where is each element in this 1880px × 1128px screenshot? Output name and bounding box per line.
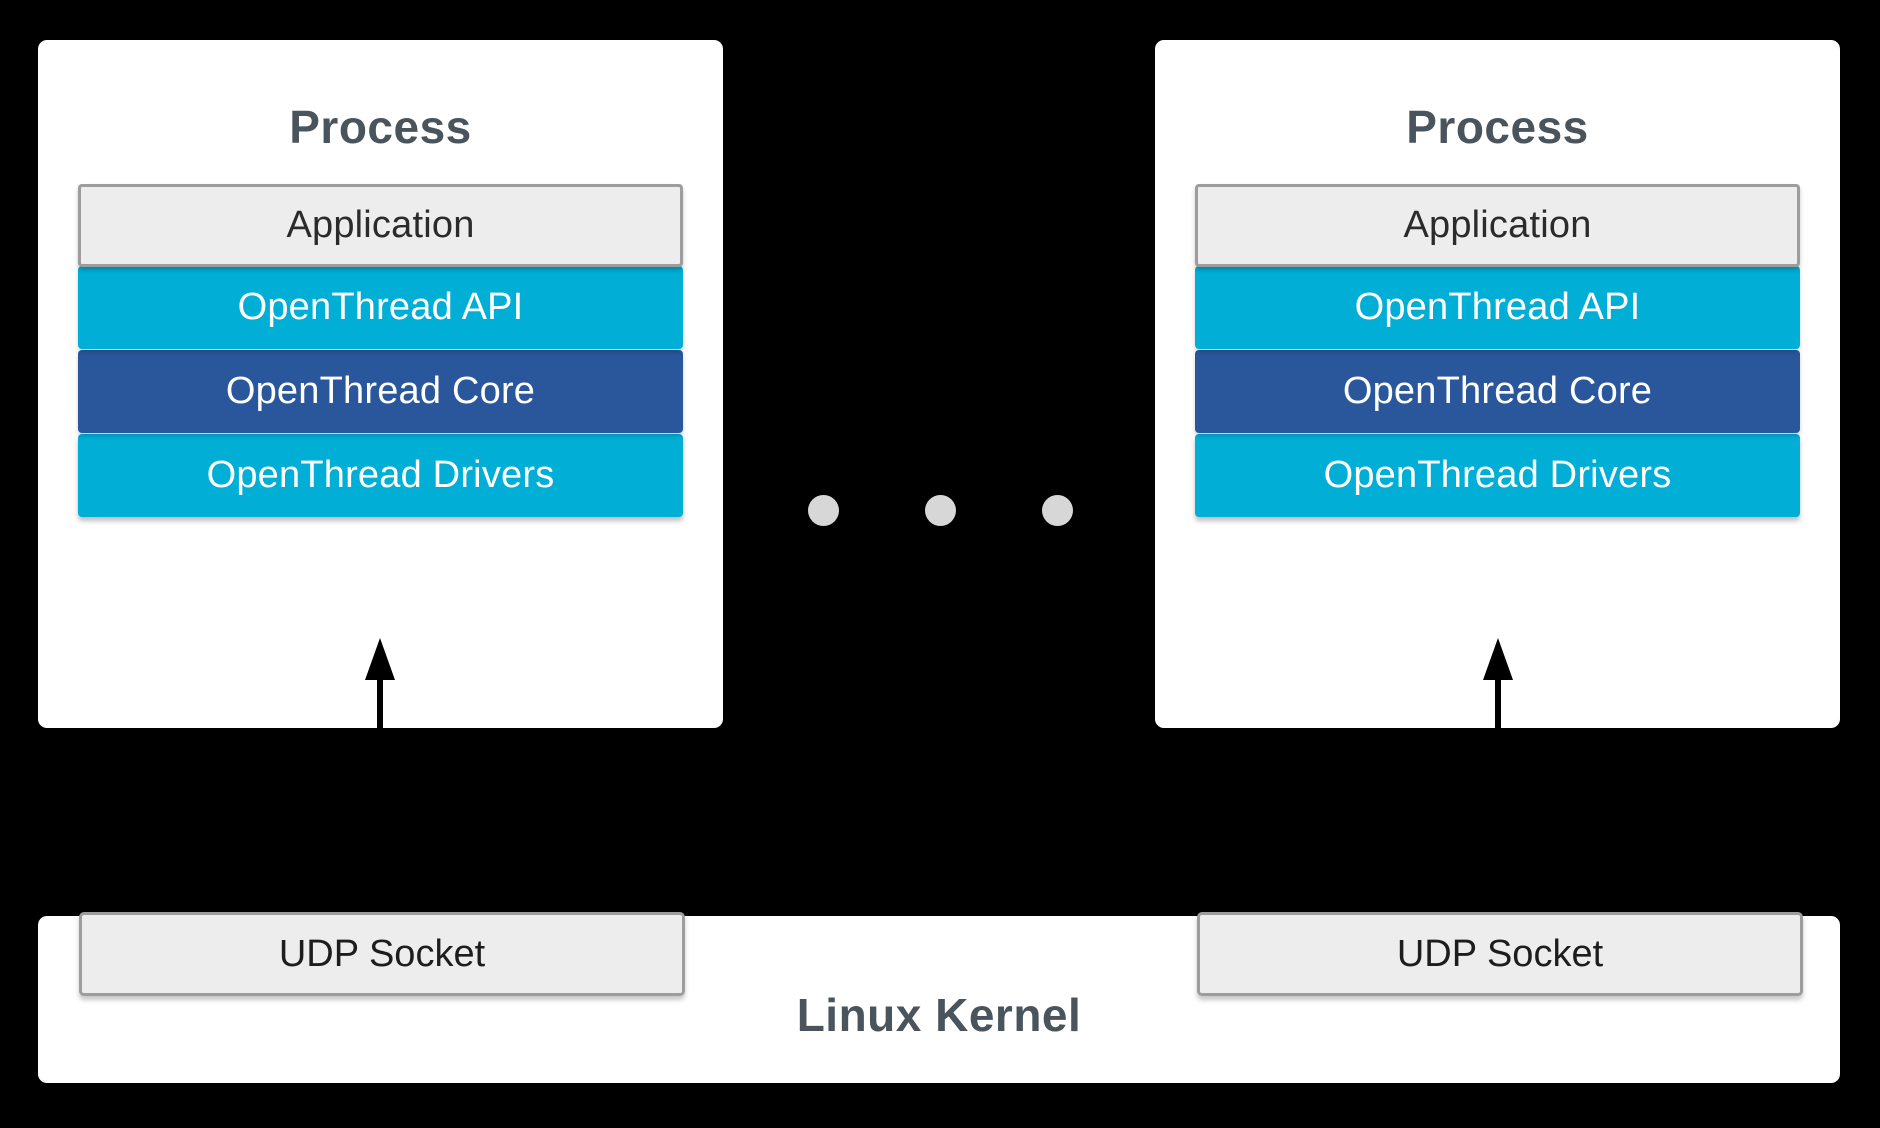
layer-openthread-core-left: OpenThread Core: [78, 350, 683, 433]
process-box-right: Process Application OpenThread API OpenT…: [1155, 40, 1840, 728]
stack-left: Application OpenThread API OpenThread Co…: [78, 184, 683, 517]
layer-openthread-drivers-right: OpenThread Drivers: [1195, 434, 1800, 517]
udp-socket-box-right: UDP Socket: [1197, 912, 1803, 996]
layer-openthread-api-right: OpenThread API: [1195, 266, 1800, 349]
process-title-left: Process: [289, 101, 472, 153]
ellipsis-dot-icon: [807, 494, 839, 526]
linux-kernel-panel: Linux Kernel UDP Socket UDP Socket: [38, 912, 1840, 1083]
layer-openthread-api-left: OpenThread API: [78, 266, 683, 349]
layer-application-left: Application: [78, 184, 683, 267]
stack-right: Application OpenThread API OpenThread Co…: [1195, 184, 1800, 517]
ellipsis-dot-icon: [924, 494, 956, 526]
kernel-title: Linux Kernel: [796, 989, 1082, 1041]
ellipsis-more-processes: [723, 400, 1157, 620]
connector-arrow-right: [1483, 638, 1513, 836]
ellipsis-dot-icon: [1041, 494, 1073, 526]
layer-openthread-drivers-left: OpenThread Drivers: [78, 434, 683, 517]
process-title-right: Process: [1406, 101, 1589, 153]
layer-application-right: Application: [1195, 184, 1800, 267]
udp-socket-box-left: UDP Socket: [79, 912, 685, 996]
layer-openthread-core-right: OpenThread Core: [1195, 350, 1800, 433]
process-box-left: Process Application OpenThread API OpenT…: [38, 40, 723, 728]
connector-arrow-left: [365, 638, 395, 836]
